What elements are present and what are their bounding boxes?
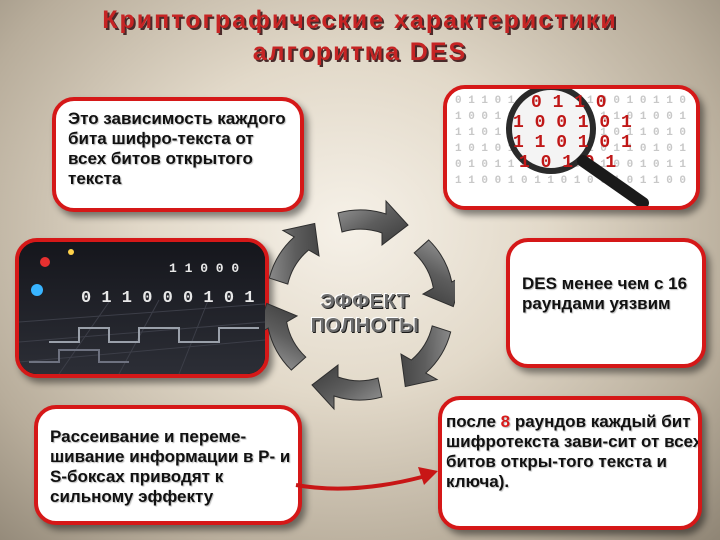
definition-box: Это зависимость каждого бита шифро-текст… [52,97,304,212]
rounds-text: после 8 раундов каждый бит шифротекста з… [446,412,702,492]
rounds-text-after: раундов каждый бит шифротекста зави-сит … [446,412,702,491]
cycle-arrow-icon [400,325,452,388]
binary-magnifier-illustration: 0 1 1 0 1 0 0 1 0 1 1 0 0 1 0 1 1 0 1 0 … [447,89,696,206]
svg-text:1 1 0 0 1 0 1 1 0 1 0 0 1 0 1: 1 1 0 0 1 0 1 1 0 1 0 0 1 0 1 1 0 0 [455,175,686,187]
cycle-arrow-icon [268,222,320,285]
circuit-binary-row-1: 1 1 0 0 0 [169,261,239,276]
definition-text: Это зависимость каждого бита шифро-текст… [68,109,286,188]
slide-title-line-1: Криптографические характеристики [102,6,618,34]
magnifying-glass-icon [506,89,596,174]
right-arrow-icon [295,467,438,491]
blue-led-icon [31,284,43,296]
vulnerability-text: DES менее чем с 16 раундами уязвим [522,274,688,313]
cycle-arrow-icon [265,302,307,371]
binary-magnifier-image: 0 1 1 0 1 0 0 1 0 1 1 0 0 1 0 1 1 0 1 0 … [443,85,700,210]
diffusion-box: Рассеивание и переме-шивание информации … [34,405,302,525]
binary-row-1: 0 1 1 0 [531,93,607,113]
signal-wave [49,327,259,343]
cycle-arrow-icon [413,239,455,308]
rounds-box: после 8 раундов каждый бит шифротекста з… [438,396,702,530]
cycle-arrow-icon [311,363,383,411]
binary-row-3: 1 1 0 1 0 1 [513,133,632,153]
center-label: ЭФФЕКТ ПОЛНОТЫ [300,290,430,338]
rounds-number: 8 [500,412,511,431]
vulnerability-box: DES менее чем с 16 раундами уязвим [506,238,706,368]
cycle-arrows-diagram [265,199,455,411]
circuit-binary-row-2: 0 1 1 0 0 0 1 0 1 1 [81,289,265,308]
red-led-icon [40,257,50,267]
diffusion-text: Рассеивание и переме-шивание информации … [50,427,291,506]
binary-row-2: 1 0 0 1 0 1 [513,113,632,133]
slide-title-line-2: алгоритма DES [252,38,468,66]
rounds-text-before: после [446,412,501,431]
yellow-led-icon [68,249,74,255]
magnifier-handle [577,155,649,206]
center-label-line-1: ЭФФЕКТ [320,291,410,313]
circuit-illustration: 1 1 0 0 0 0 1 1 0 0 0 1 0 1 1 [19,242,265,374]
center-label-line-2: ПОЛНОТЫ [310,315,420,337]
cycle-arrow-icon [337,199,409,247]
circuit-image: 1 1 0 0 0 0 1 1 0 0 0 1 0 1 1 [15,238,269,378]
